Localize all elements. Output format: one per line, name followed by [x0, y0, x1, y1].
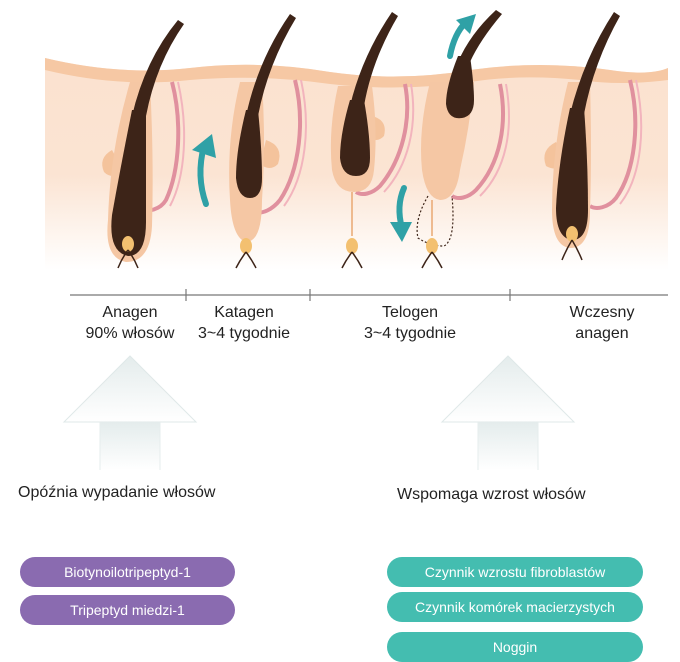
effect-heading-left: Opóźnia wypadanie włosów	[18, 484, 215, 502]
hair-club	[446, 56, 474, 118]
dermal-papilla	[426, 238, 438, 254]
dermal-papilla	[122, 236, 134, 252]
stage-label-telogen: Telogen 3~4 tygodnie	[350, 302, 470, 344]
stage-detail: anagen	[552, 323, 652, 344]
timeline-axis	[70, 289, 668, 301]
ingredient-pill: Czynnik wzrostu fibroblastów	[387, 557, 643, 587]
ingredient-pill: Biotynoilotripeptyd-1	[20, 557, 235, 587]
stage-detail: 90% włosów	[68, 323, 192, 344]
stage-label-anagen: Anagen 90% włosów	[68, 302, 192, 344]
pointer-arrow-left	[64, 356, 196, 470]
stage-detail: 3~4 tygodnie	[350, 323, 470, 344]
stage-detail: 3~4 tygodnie	[188, 323, 300, 344]
pointer-arrow-right	[442, 356, 574, 470]
dermal-papilla	[346, 238, 358, 254]
ingredient-pill: Noggin	[387, 632, 643, 662]
stage-name: Telogen	[350, 302, 470, 323]
effect-heading-right: Wspomaga wzrost włosów	[397, 486, 586, 504]
ingredient-pill: Czynnik komórek macierzystych	[387, 592, 643, 622]
ingredient-pill: Tripeptyd miedzi-1	[20, 595, 235, 625]
stage-name: Katagen	[188, 302, 300, 323]
dermal-papilla	[566, 226, 578, 242]
stage-name: Anagen	[68, 302, 192, 323]
stage-label-early-anagen: Wczesny anagen	[552, 302, 652, 344]
dermal-papilla	[240, 238, 252, 254]
stage-name: Wczesny	[552, 302, 652, 323]
stage-label-katagen: Katagen 3~4 tygodnie	[188, 302, 300, 344]
